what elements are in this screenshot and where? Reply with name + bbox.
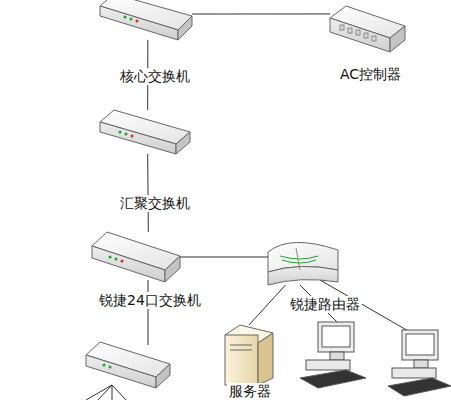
switch-icon (100, 110, 190, 154)
pc-icon (300, 322, 366, 388)
switch-icon (100, 0, 192, 40)
device-label: 锐捷路由器 (288, 296, 362, 313)
server-icon (225, 325, 273, 385)
device-node: AC控制器 (330, 5, 405, 52)
device-node: 核心交换机 (100, 0, 192, 40)
device-node: 汇聚交换机 (100, 110, 190, 154)
device-node: 锐捷路由器 (268, 235, 338, 285)
device-label: 服务器 (227, 383, 273, 400)
network-link (192, 13, 330, 14)
device-node: 锐捷24口交换机 (92, 232, 180, 282)
device-node: 服务器 (225, 325, 273, 385)
network-link (147, 154, 149, 232)
pc-icon (388, 330, 451, 396)
switch-icon (86, 342, 170, 388)
device-label: 锐捷24口交换机 (97, 292, 203, 309)
network-link (249, 285, 286, 325)
wire (86, 280, 410, 400)
device-label: 核心交换机 (118, 68, 192, 85)
switch-icon (92, 232, 180, 282)
controller-icon (330, 6, 405, 52)
router-icon (268, 242, 338, 285)
device-label: AC控制器 (338, 66, 403, 83)
network-link (180, 257, 268, 258)
device-label: 汇聚交换机 (118, 195, 192, 212)
